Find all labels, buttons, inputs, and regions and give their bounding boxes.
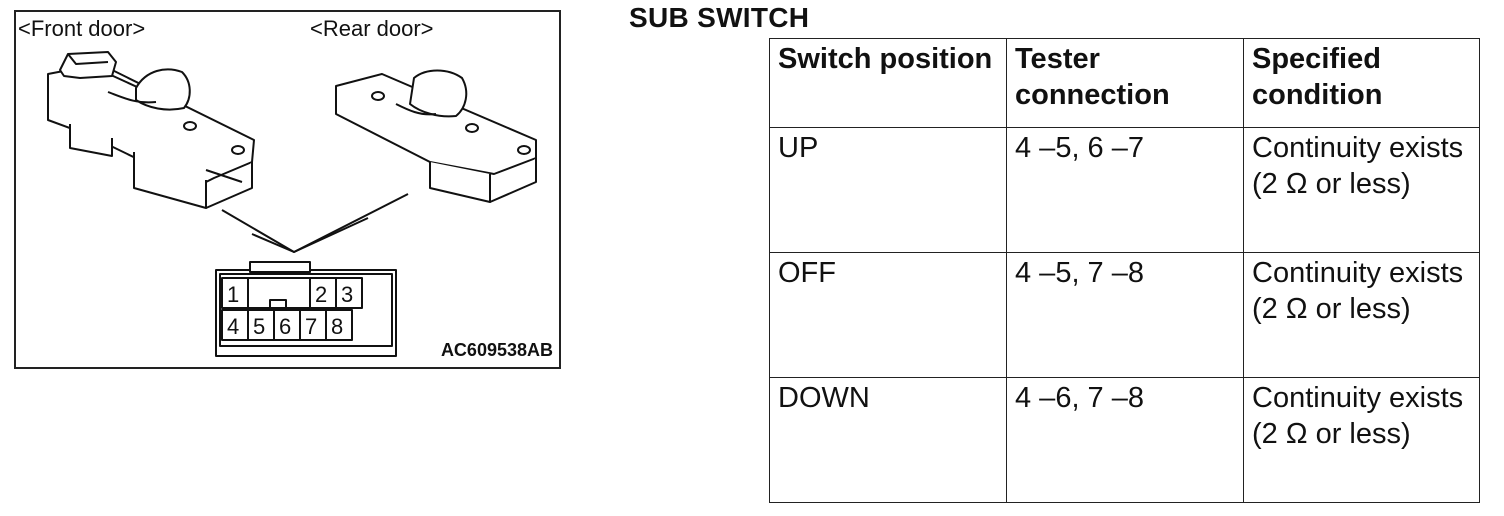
cell-connection: 4 –6, 7 –8 bbox=[1006, 377, 1244, 503]
section-title: SUB SWITCH bbox=[629, 2, 810, 33]
cell-condition: Continuity exists (2 Ω or less) bbox=[1243, 377, 1480, 503]
table-row: DOWN 4 –6, 7 –8 Continuity exists (2 Ω o… bbox=[769, 377, 1480, 503]
spec-table: Switch position Tester connection Specif… bbox=[769, 38, 1480, 503]
table-row: OFF 4 –5, 7 –8 Continuity exists (2 Ω or… bbox=[769, 252, 1480, 378]
front-switch-drawing bbox=[47, 51, 255, 209]
table-header-row: Switch position Tester connection Specif… bbox=[769, 38, 1480, 128]
front-door-label: <Front door> bbox=[18, 16, 146, 41]
connector-drawing bbox=[215, 261, 397, 357]
switch-drawing: 1 2 3 4 5 6 7 8 bbox=[47, 51, 537, 357]
cell-connection: 4 –5, 7 –8 bbox=[1006, 252, 1244, 378]
pin-8: 8 bbox=[331, 314, 343, 339]
switch-illustration: 1 2 3 4 5 6 7 8 <Front door> <Rear door>… bbox=[14, 10, 561, 369]
pin-1: 1 bbox=[227, 282, 239, 307]
cell-position: OFF bbox=[769, 252, 1007, 378]
pin-4: 4 bbox=[227, 314, 239, 339]
pin-6: 6 bbox=[279, 314, 291, 339]
rear-door-label: <Rear door> bbox=[310, 16, 434, 41]
header-specified-condition: Specified condition bbox=[1243, 38, 1480, 128]
figure-code: AC609538AB bbox=[440, 340, 553, 360]
pin-3: 3 bbox=[341, 282, 353, 307]
cell-condition: Continuity exists (2 Ω or less) bbox=[1243, 252, 1480, 378]
cell-position: DOWN bbox=[769, 377, 1007, 503]
header-tester-connection: Tester connection bbox=[1006, 38, 1244, 128]
rear-switch-drawing bbox=[335, 69, 537, 203]
cell-position: UP bbox=[769, 127, 1007, 253]
pin-7: 7 bbox=[305, 314, 317, 339]
table-row: UP 4 –5, 6 –7 Continuity exists (2 Ω or … bbox=[769, 127, 1480, 253]
pin-2: 2 bbox=[315, 282, 327, 307]
pin-5: 5 bbox=[253, 314, 265, 339]
cell-condition: Continuity exists (2 Ω or less) bbox=[1243, 127, 1480, 253]
header-switch-position: Switch position bbox=[769, 38, 1007, 128]
cell-connection: 4 –5, 6 –7 bbox=[1006, 127, 1244, 253]
